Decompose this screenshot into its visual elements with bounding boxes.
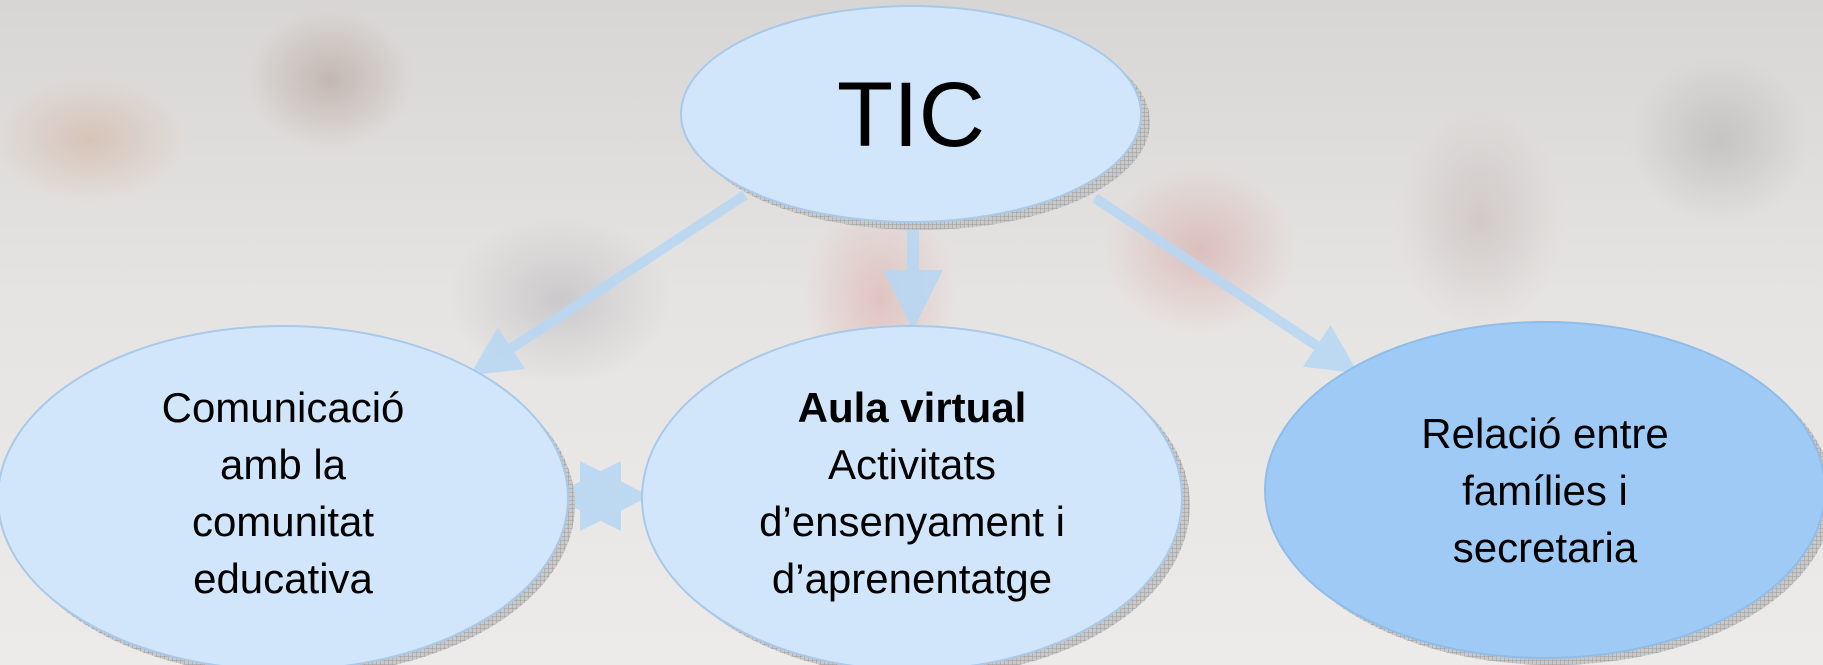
aula-virtual-title: Aula virtual — [797, 384, 1027, 431]
comunicacio-line-2: amb la — [219, 441, 347, 488]
node-tic-label: TIC — [711, 40, 1111, 190]
node-comunicacio — [0, 325, 569, 665]
relacio-line-2: famílies i — [1462, 466, 1628, 514]
aula-line-3: d’aprenentatge — [771, 555, 1053, 602]
aula-line-2: d’ensenyament i — [759, 498, 1065, 545]
relacio-line-1: Relació entre — [1421, 409, 1669, 457]
node-comunicacio-label: Comunicació amb la comunitat educativa — [83, 378, 483, 608]
node-tic — [680, 5, 1142, 223]
nodes — [0, 5, 1823, 665]
aula-line-1: Activitats — [827, 441, 997, 488]
comunicacio-line-3: comunitat — [191, 498, 375, 545]
node-relacio-label: Relació entre famílies i secretaria — [1345, 404, 1745, 576]
node-aula-virtual — [641, 325, 1183, 665]
edges — [469, 190, 1359, 531]
arrow-tic-to-relacio — [1092, 193, 1359, 374]
comunicacio-line-4: educativa — [193, 555, 373, 602]
node-aula-virtual-label: Aula virtual Activitats d’ensenyament i … — [692, 378, 1132, 608]
node-relacio — [1264, 321, 1823, 659]
comunicacio-line-1: Comunicació — [161, 384, 405, 431]
tic-label: TIC — [836, 64, 986, 166]
relacio-line-3: secretaria — [1452, 523, 1638, 571]
arrow-tic-to-comunicacio — [469, 190, 748, 376]
